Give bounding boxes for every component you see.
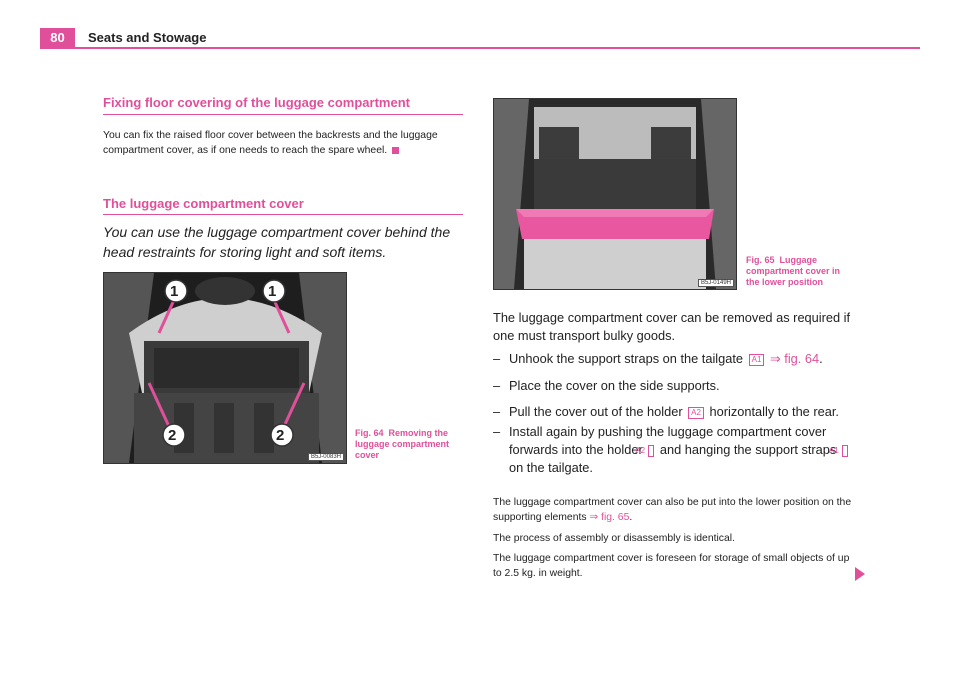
callout-badge-a2: A2 [688,406,704,419]
end-of-section-marker-icon [392,146,400,154]
page-number: 80 [40,28,75,48]
callout-badge-a2: A2 [635,444,655,457]
callout-badge-a1: A1 [829,444,848,457]
section-rule [103,114,463,115]
step-unhook: –Unhook the support straps on the tailga… [493,351,823,366]
step-place: –Place the cover on the side supports. [493,378,720,393]
figure-64-image: 1 1 2 2 B5J-0083H [103,272,347,464]
callout-2-left: 2 [168,427,177,444]
section-rule [103,214,463,215]
note-lower-position: The luggage compartment cover can also b… [493,497,852,523]
section-heading-luggage-cover: The luggage compartment cover [103,196,304,211]
callout-1-left: 1 [170,283,179,300]
callout-1-right: 1 [268,283,277,300]
figure-65-caption: Fig. 65 Luggage compartment cover in the… [746,255,841,287]
figure-code: B5J-0149H [697,279,734,287]
callout-2-right: 2 [276,427,285,444]
figure-64-caption: Fig. 64 Removing the luggage compartment… [355,428,450,460]
step-install: –Install again by pushing the luggage co… [493,423,859,477]
section1-body: You can fix the raised floor cover betwe… [103,130,438,156]
running-header-title: Seats and Stowage [88,30,207,45]
fig65-link[interactable]: ⇒ fig. 65 [589,512,630,523]
callout-badge-a1: A1 [748,353,765,366]
section2-intro: You can use the luggage compartment cove… [103,224,451,260]
figure-65-image: B5J-0149H [493,98,737,290]
step-pull: –Pull the cover out of the holder A2 hor… [493,404,839,419]
continue-arrow-icon [855,567,865,581]
figure-code: B5J-0083H [307,453,344,461]
section-heading-floor-covering: Fixing floor covering of the luggage com… [103,95,410,110]
note-identical: The process of assembly or disassembly i… [493,533,735,544]
fig64-link[interactable]: ⇒ fig. 64 [769,351,820,366]
header-rule [40,47,920,49]
note-weight: The luggage compartment cover is foresee… [493,553,850,579]
paragraph-remove: The luggage compartment cover can be rem… [493,310,851,343]
